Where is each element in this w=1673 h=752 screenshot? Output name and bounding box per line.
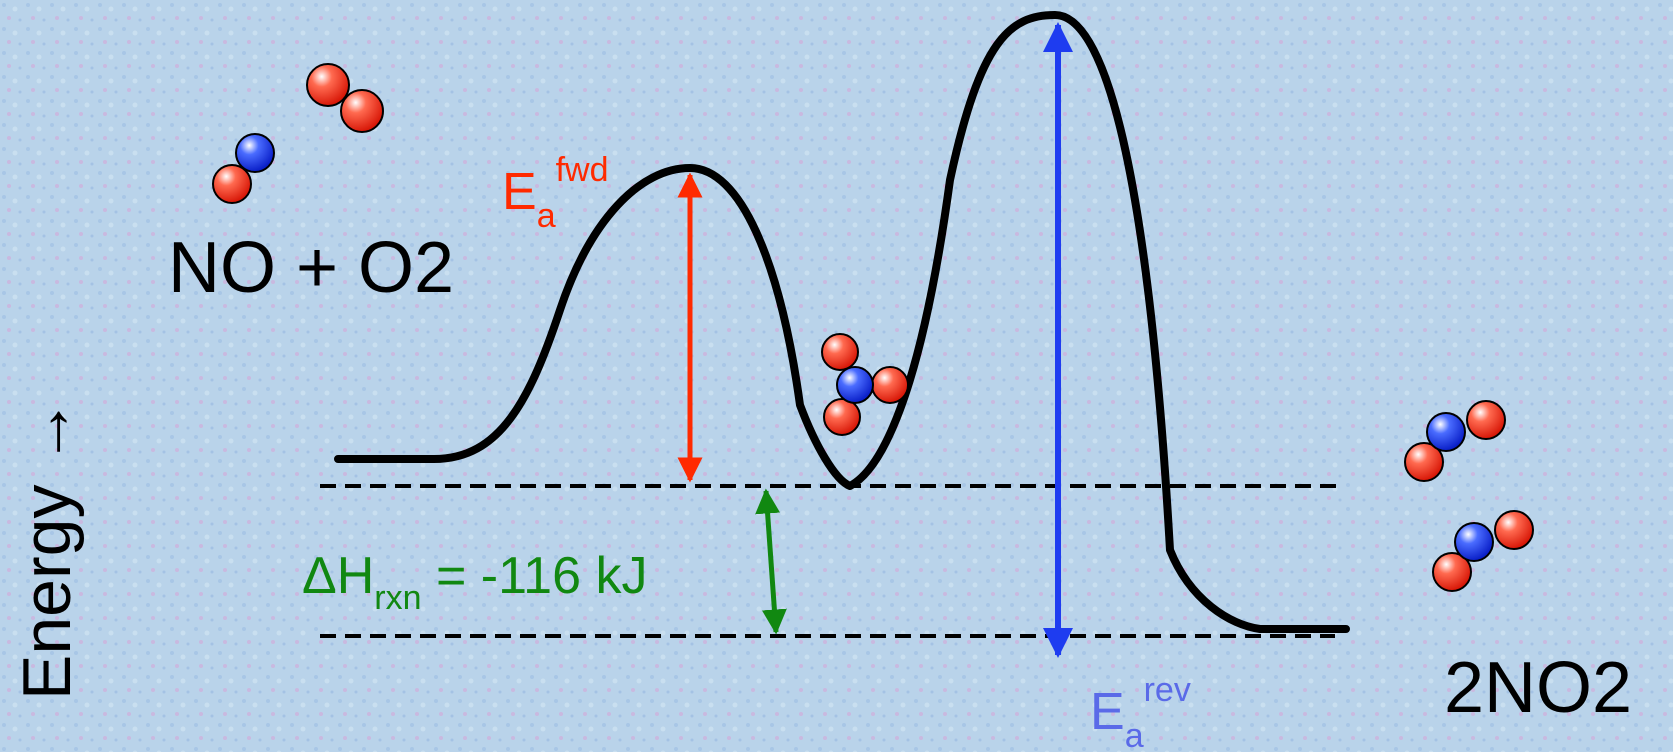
no-molecule-icon [212, 133, 275, 204]
no2-molecule-icon [1432, 510, 1534, 592]
ea-reverse-subscript: a [1124, 717, 1144, 752]
ea-forward-label: Ea fwd [502, 153, 609, 233]
ea-reverse-superscript: rev [1143, 671, 1191, 709]
ea-reverse-label: Ea rev [1090, 673, 1191, 752]
o2-molecule-icon [306, 63, 384, 133]
y-axis-label-text: Energy [9, 484, 85, 700]
intermediate-molecule-icon [821, 333, 909, 436]
delta-h-arrow [755, 488, 787, 635]
delta-h-symbol: ΔH [302, 547, 375, 605]
delta-h-subscript: rxn [374, 579, 422, 617]
ea-reverse-symbol: E [1090, 683, 1125, 741]
reactants-label: NO + O2 [168, 228, 455, 308]
delta-h-value: = -116 kJ [435, 547, 648, 605]
delta-h-label: ΔHrxn = -116 kJ [302, 547, 648, 615]
y-axis-label: Energy → [8, 398, 86, 700]
ea-forward-superscript: fwd [555, 151, 609, 189]
ea-forward-subscript: a [536, 197, 556, 235]
products-label: 2NO2 [1444, 648, 1633, 728]
y-axis-arrow-icon: → [9, 397, 85, 466]
energy-curve [334, 11, 1350, 633]
ea-forward-symbol: E [502, 163, 537, 221]
no2-molecule-icon [1404, 400, 1506, 482]
